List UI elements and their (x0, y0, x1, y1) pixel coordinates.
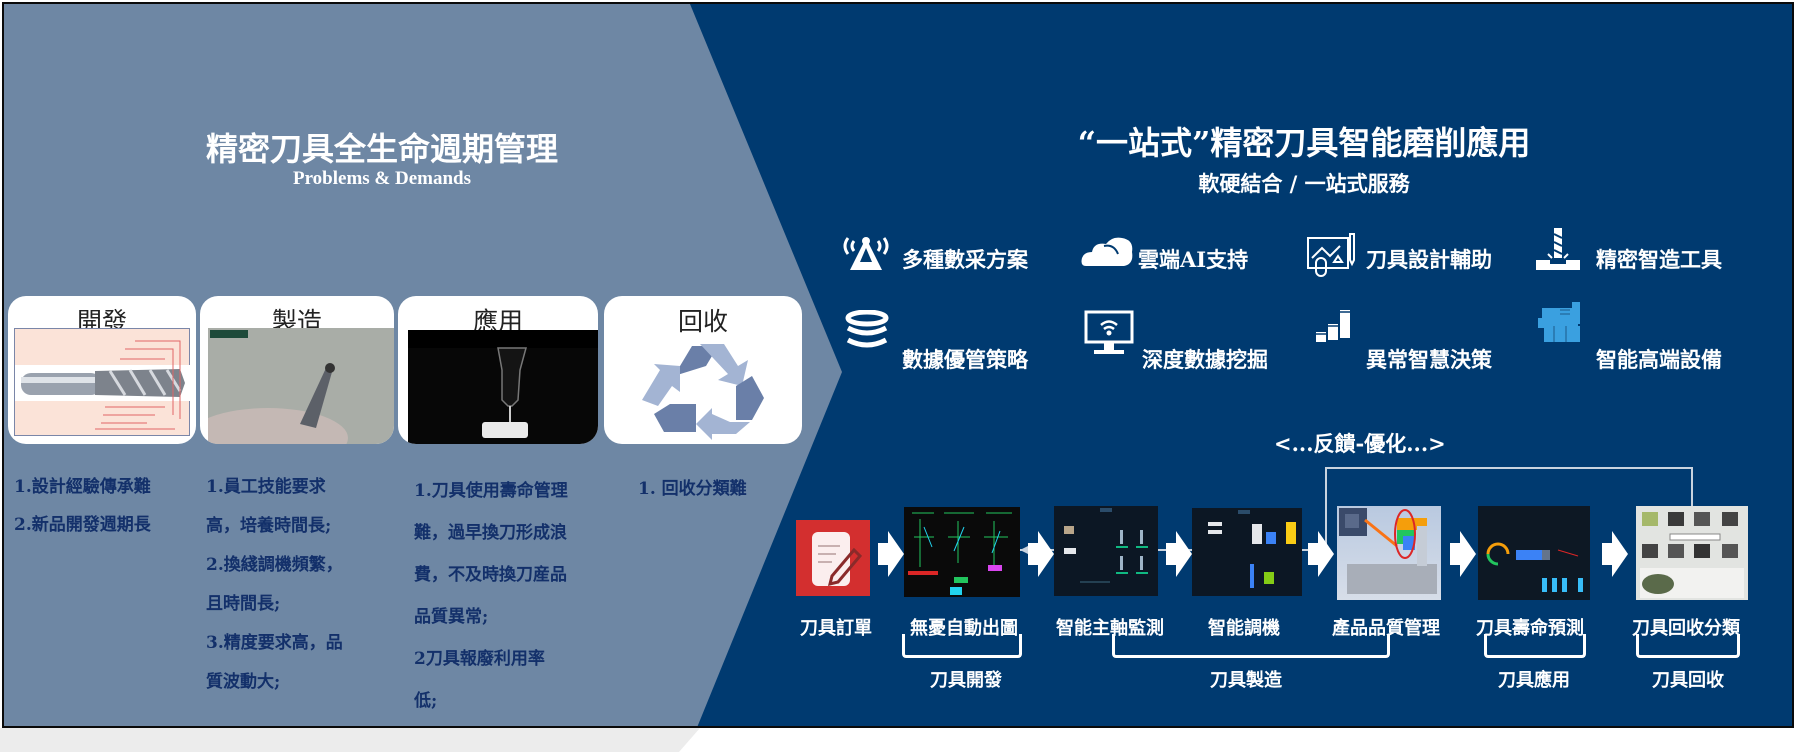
cloud-icon (1080, 234, 1136, 274)
feature-label: 深度數據挖掘 (1142, 347, 1268, 372)
flow-label: 刀具訂單 (800, 618, 872, 639)
issue-line: 2.新品開發週期長 (14, 515, 151, 535)
signal-tower-icon (840, 232, 892, 276)
issue-line: 1.員工技能要求 (206, 477, 326, 497)
issues-manufacture: 1.員工技能要求 高，培養時間長; 2.換綫調機頻繁， 且時間長; 3.精度要求… (206, 468, 343, 702)
stage-label: 刀具應用 (1498, 670, 1570, 691)
feature-label: 異常智慧決策 (1366, 347, 1492, 372)
right-subtitle: 軟硬結合 / 一站式服務 (1198, 171, 1410, 196)
left-title: 精密刀具全生命週期管理 (205, 130, 558, 168)
stage-bracket (1484, 634, 1586, 658)
machine-icon (1536, 300, 1584, 348)
spindle-monitor-screenshot[interactable] (1054, 506, 1158, 596)
issue-line: 費，不及時換刀産品 (414, 565, 567, 585)
recycle-icon (640, 334, 766, 440)
slide-frame: 精密刀具全生命週期管理 Problems & Demands 開發 製造 (2, 2, 1794, 728)
stage-label: 刀具開發 (930, 670, 1002, 691)
issue-line: 品質異常; (414, 607, 489, 627)
stage-bracket (1112, 634, 1390, 658)
issue-line: 2刀具報廢利用率 (414, 649, 545, 669)
flow-arrow-icon (1450, 531, 1476, 577)
feature-label: 多種數采方案 (902, 247, 1028, 272)
flow-arrow-icon (1308, 531, 1334, 577)
issue-line: 低; (414, 691, 438, 711)
issues-recycle: 1. 回收分類難 (638, 470, 747, 508)
card-manufacture: 製造 (200, 296, 394, 444)
flow-arrow-icon (1166, 531, 1192, 577)
feature-label: 精密智造工具 (1596, 247, 1722, 272)
stage-bracket (1636, 634, 1740, 658)
flow-label: 產品品質管理 (1332, 618, 1440, 639)
design-board-icon (1306, 230, 1358, 282)
left-subtitle: Problems & Demands (292, 168, 472, 189)
issue-line: 1.設計經驗傳承難 (14, 477, 151, 497)
issue-line: 質波動大; (206, 672, 281, 692)
right-title: “一站式”精密刀具智能磨削應用 (1077, 124, 1531, 162)
feature-label: 雲端AI支持 (1138, 247, 1249, 272)
issue-line: 1. 回收分類難 (638, 479, 747, 499)
flow-label: 刀具回收分類 (1632, 618, 1740, 639)
order-icon[interactable] (796, 520, 870, 596)
issues-develop: 1.設計經驗傳承難 2.新品開發週期長 (14, 468, 151, 544)
flow-arrow-icon (1028, 531, 1054, 577)
stage-bracket (902, 634, 1022, 658)
tool-inspection-photo (200, 328, 394, 444)
flow-arrow-icon (1602, 531, 1628, 577)
issue-line: 2.換綫調機頻繁， (206, 555, 343, 575)
quality-management-screenshot[interactable] (1337, 506, 1441, 600)
flow-arrow-icon (878, 531, 904, 577)
bottom-gray-strip (0, 728, 700, 752)
machining-photo (408, 330, 598, 444)
flow-label: 刀具壽命預測 (1476, 618, 1584, 639)
feature-label: 智能高端設備 (1596, 347, 1722, 372)
issue-line: 1.刀具使用壽命管理 (414, 481, 568, 501)
card-recycle: 回收 (604, 296, 802, 444)
feature-label: 數據優管策略 (902, 347, 1028, 372)
issue-line: 3.精度要求高，品 (206, 633, 343, 653)
stage-label: 刀具回收 (1652, 670, 1724, 691)
smart-tuning-screenshot[interactable] (1192, 508, 1302, 596)
auto-drawing-screenshot[interactable] (904, 507, 1020, 597)
database-icon (844, 309, 890, 354)
drill-bit-icon (1534, 226, 1582, 276)
monitor-wifi-icon (1084, 310, 1134, 360)
issue-line: 且時間長; (206, 594, 281, 614)
feature-label: 刀具設計輔助 (1366, 247, 1492, 272)
stage-label: 刀具製造 (1210, 670, 1282, 691)
issues-application: 1.刀具使用壽命管理 難，過早換刀形成浪 費，不及時換刀産品 品質異常; 2刀具… (414, 470, 568, 722)
issue-line: 難，過早換刀形成浪 (414, 523, 567, 543)
end-mill-drawing (14, 328, 191, 436)
life-prediction-screenshot[interactable] (1478, 506, 1590, 600)
feedback-label: <...反饋-優化...> (1274, 431, 1446, 456)
flow-label: 無憂自動出圖 (910, 618, 1018, 639)
flow-label: 智能調機 (1208, 618, 1280, 639)
issue-line: 高，培養時間長; (206, 516, 332, 536)
card-title: 回收 (677, 307, 728, 336)
card-develop: 開發 (8, 296, 196, 444)
flow-label: 智能主軸監測 (1056, 618, 1164, 639)
recycle-sort-screenshot[interactable] (1636, 506, 1748, 600)
bar-blocks-icon (1314, 304, 1356, 350)
card-application: 應用 (398, 296, 598, 444)
